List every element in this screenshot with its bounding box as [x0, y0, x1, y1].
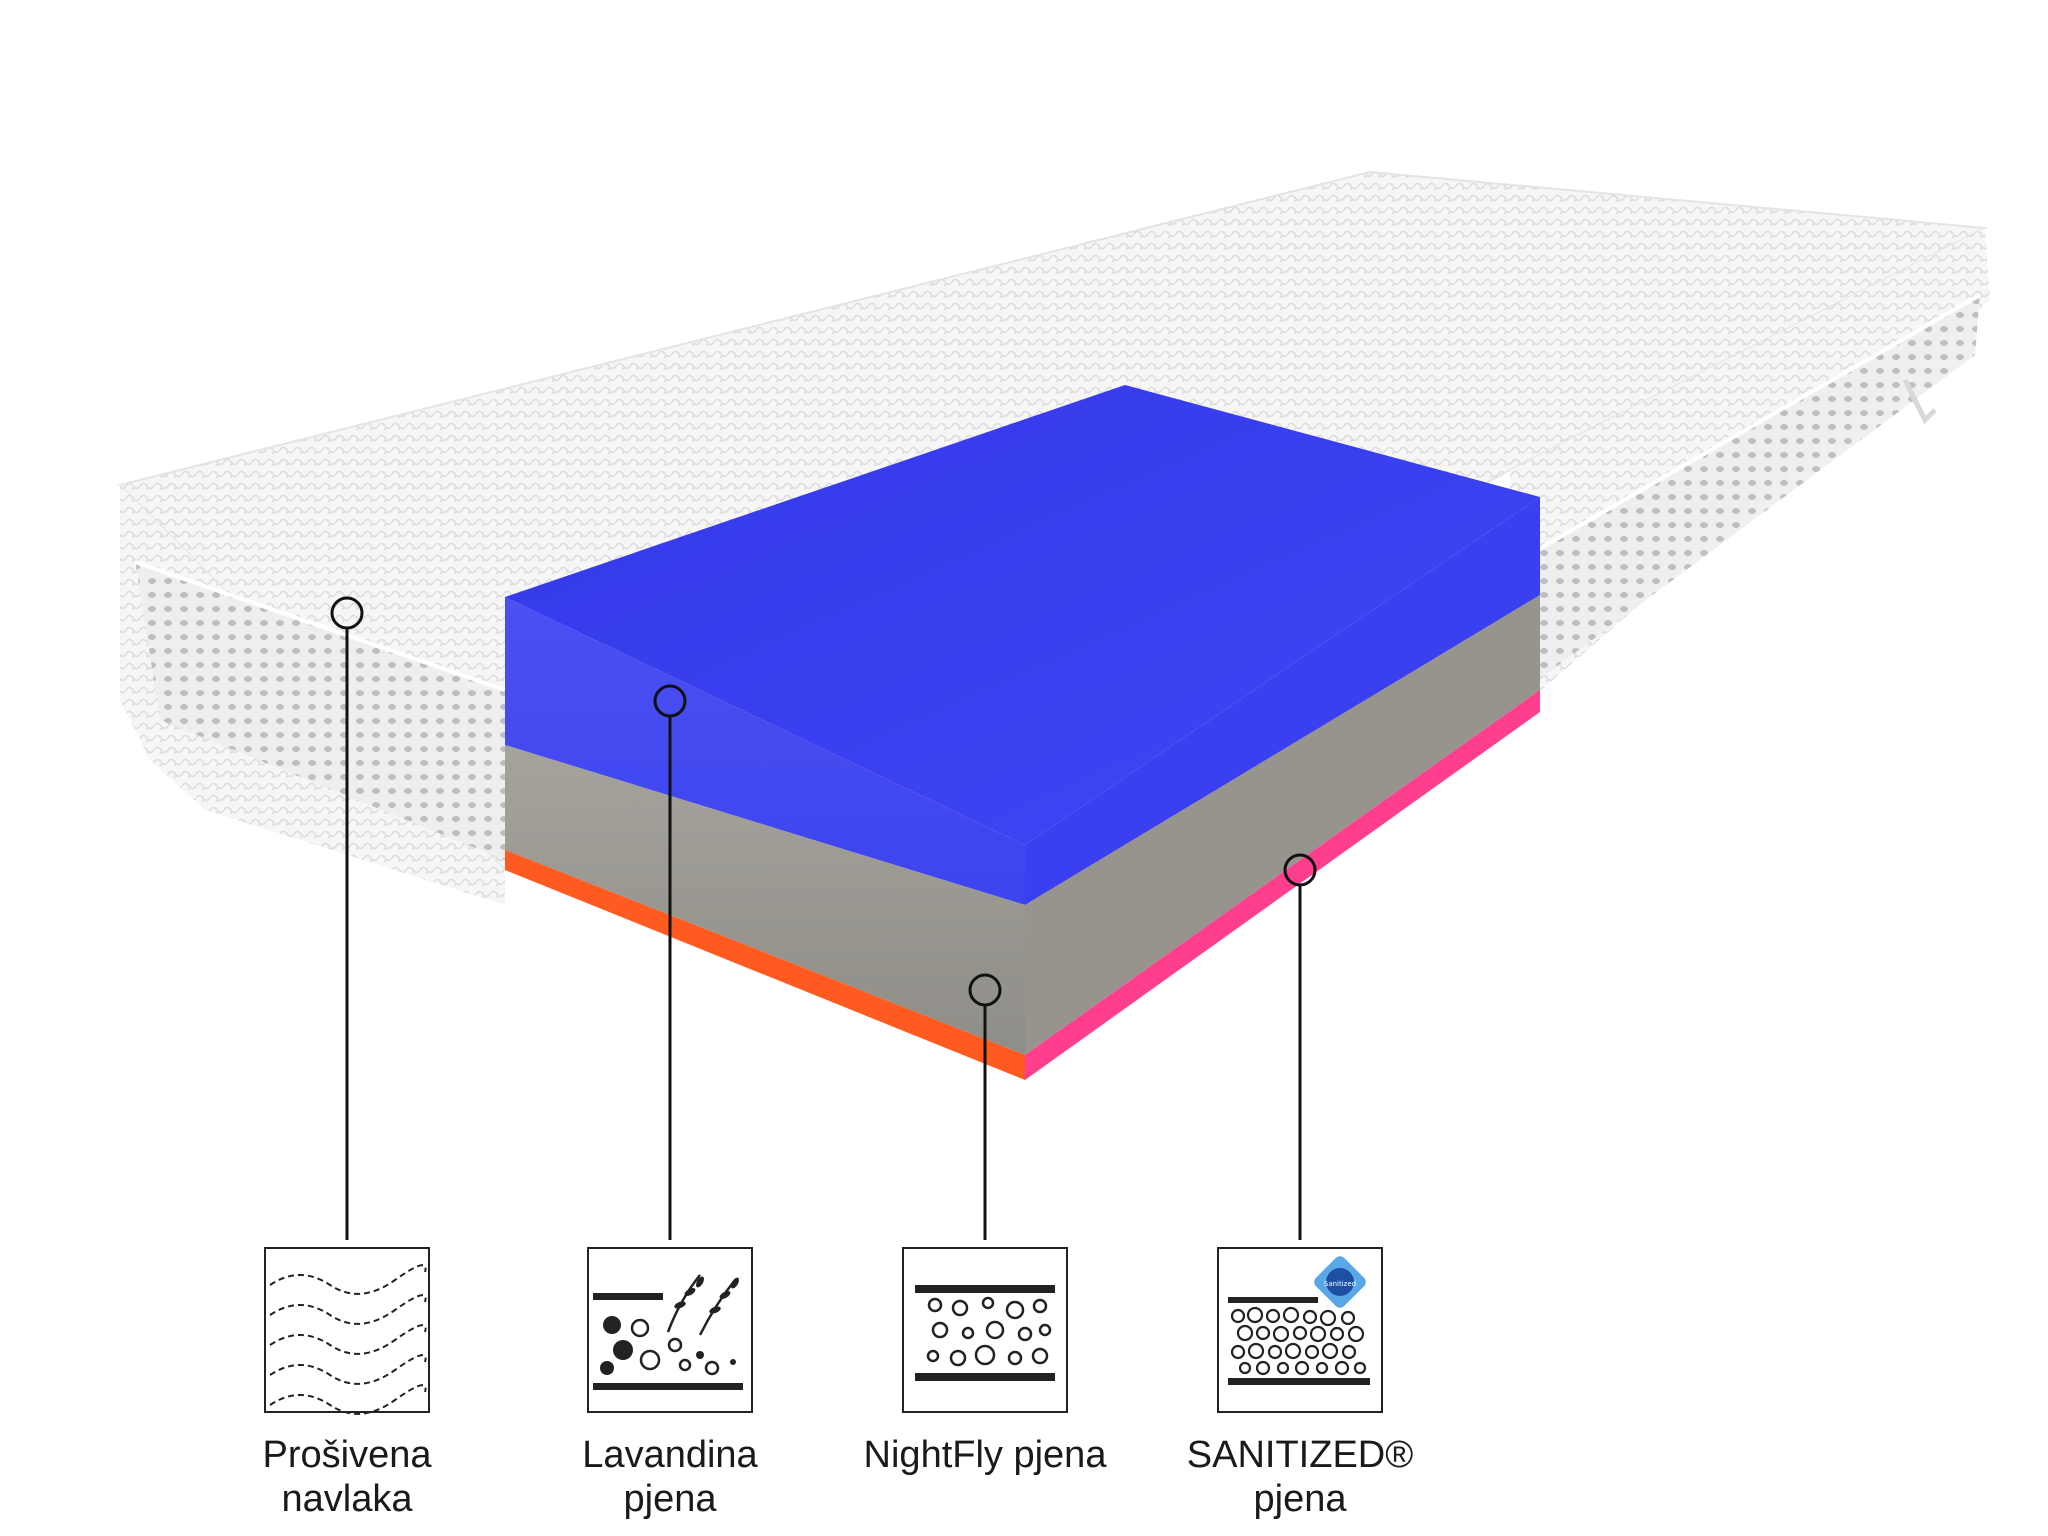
callout-cover	[330, 596, 364, 1240]
callout-nightfly	[968, 973, 1002, 1240]
caption-nightfly: NightFly pjena	[835, 1433, 1135, 1477]
caption-lavender-line1: Lavandina	[582, 1434, 758, 1476]
sanitized-logo: Sanitized	[1314, 1256, 1366, 1308]
sanitized-marker	[1283, 853, 1317, 887]
lavender-foam-icon	[587, 1247, 753, 1413]
caption-cover-line1: Prošivena	[262, 1434, 432, 1476]
callout-sanitized	[1283, 853, 1317, 1240]
caption-sanitized-line2: pjena	[1253, 1478, 1347, 1520]
caption-lavender: Lavandina pjena	[520, 1433, 820, 1521]
nightfly-marker	[968, 973, 1002, 1007]
callout-lavender	[653, 684, 687, 1240]
quilted-cover-icon	[264, 1247, 430, 1415]
sanitized-foam-icon: Sanitized	[1217, 1247, 1383, 1413]
caption-sanitized-line1: SANITIZED®	[1186, 1434, 1414, 1476]
lavender-marker	[653, 684, 687, 718]
caption-cover-line2: navlaka	[281, 1478, 413, 1520]
cover-marker	[330, 596, 364, 630]
nightfly-foam-icon	[902, 1247, 1068, 1413]
svg-text:Sanitized: Sanitized	[1324, 1280, 1356, 1288]
caption-nightfly-line1: NightFly pjena	[863, 1434, 1107, 1476]
caption-lavender-line2: pjena	[623, 1478, 717, 1520]
caption-cover: Prošivena navlaka	[197, 1433, 497, 1521]
caption-sanitized: SANITIZED® pjena	[1150, 1433, 1450, 1521]
foam-cutout	[505, 385, 1540, 1080]
